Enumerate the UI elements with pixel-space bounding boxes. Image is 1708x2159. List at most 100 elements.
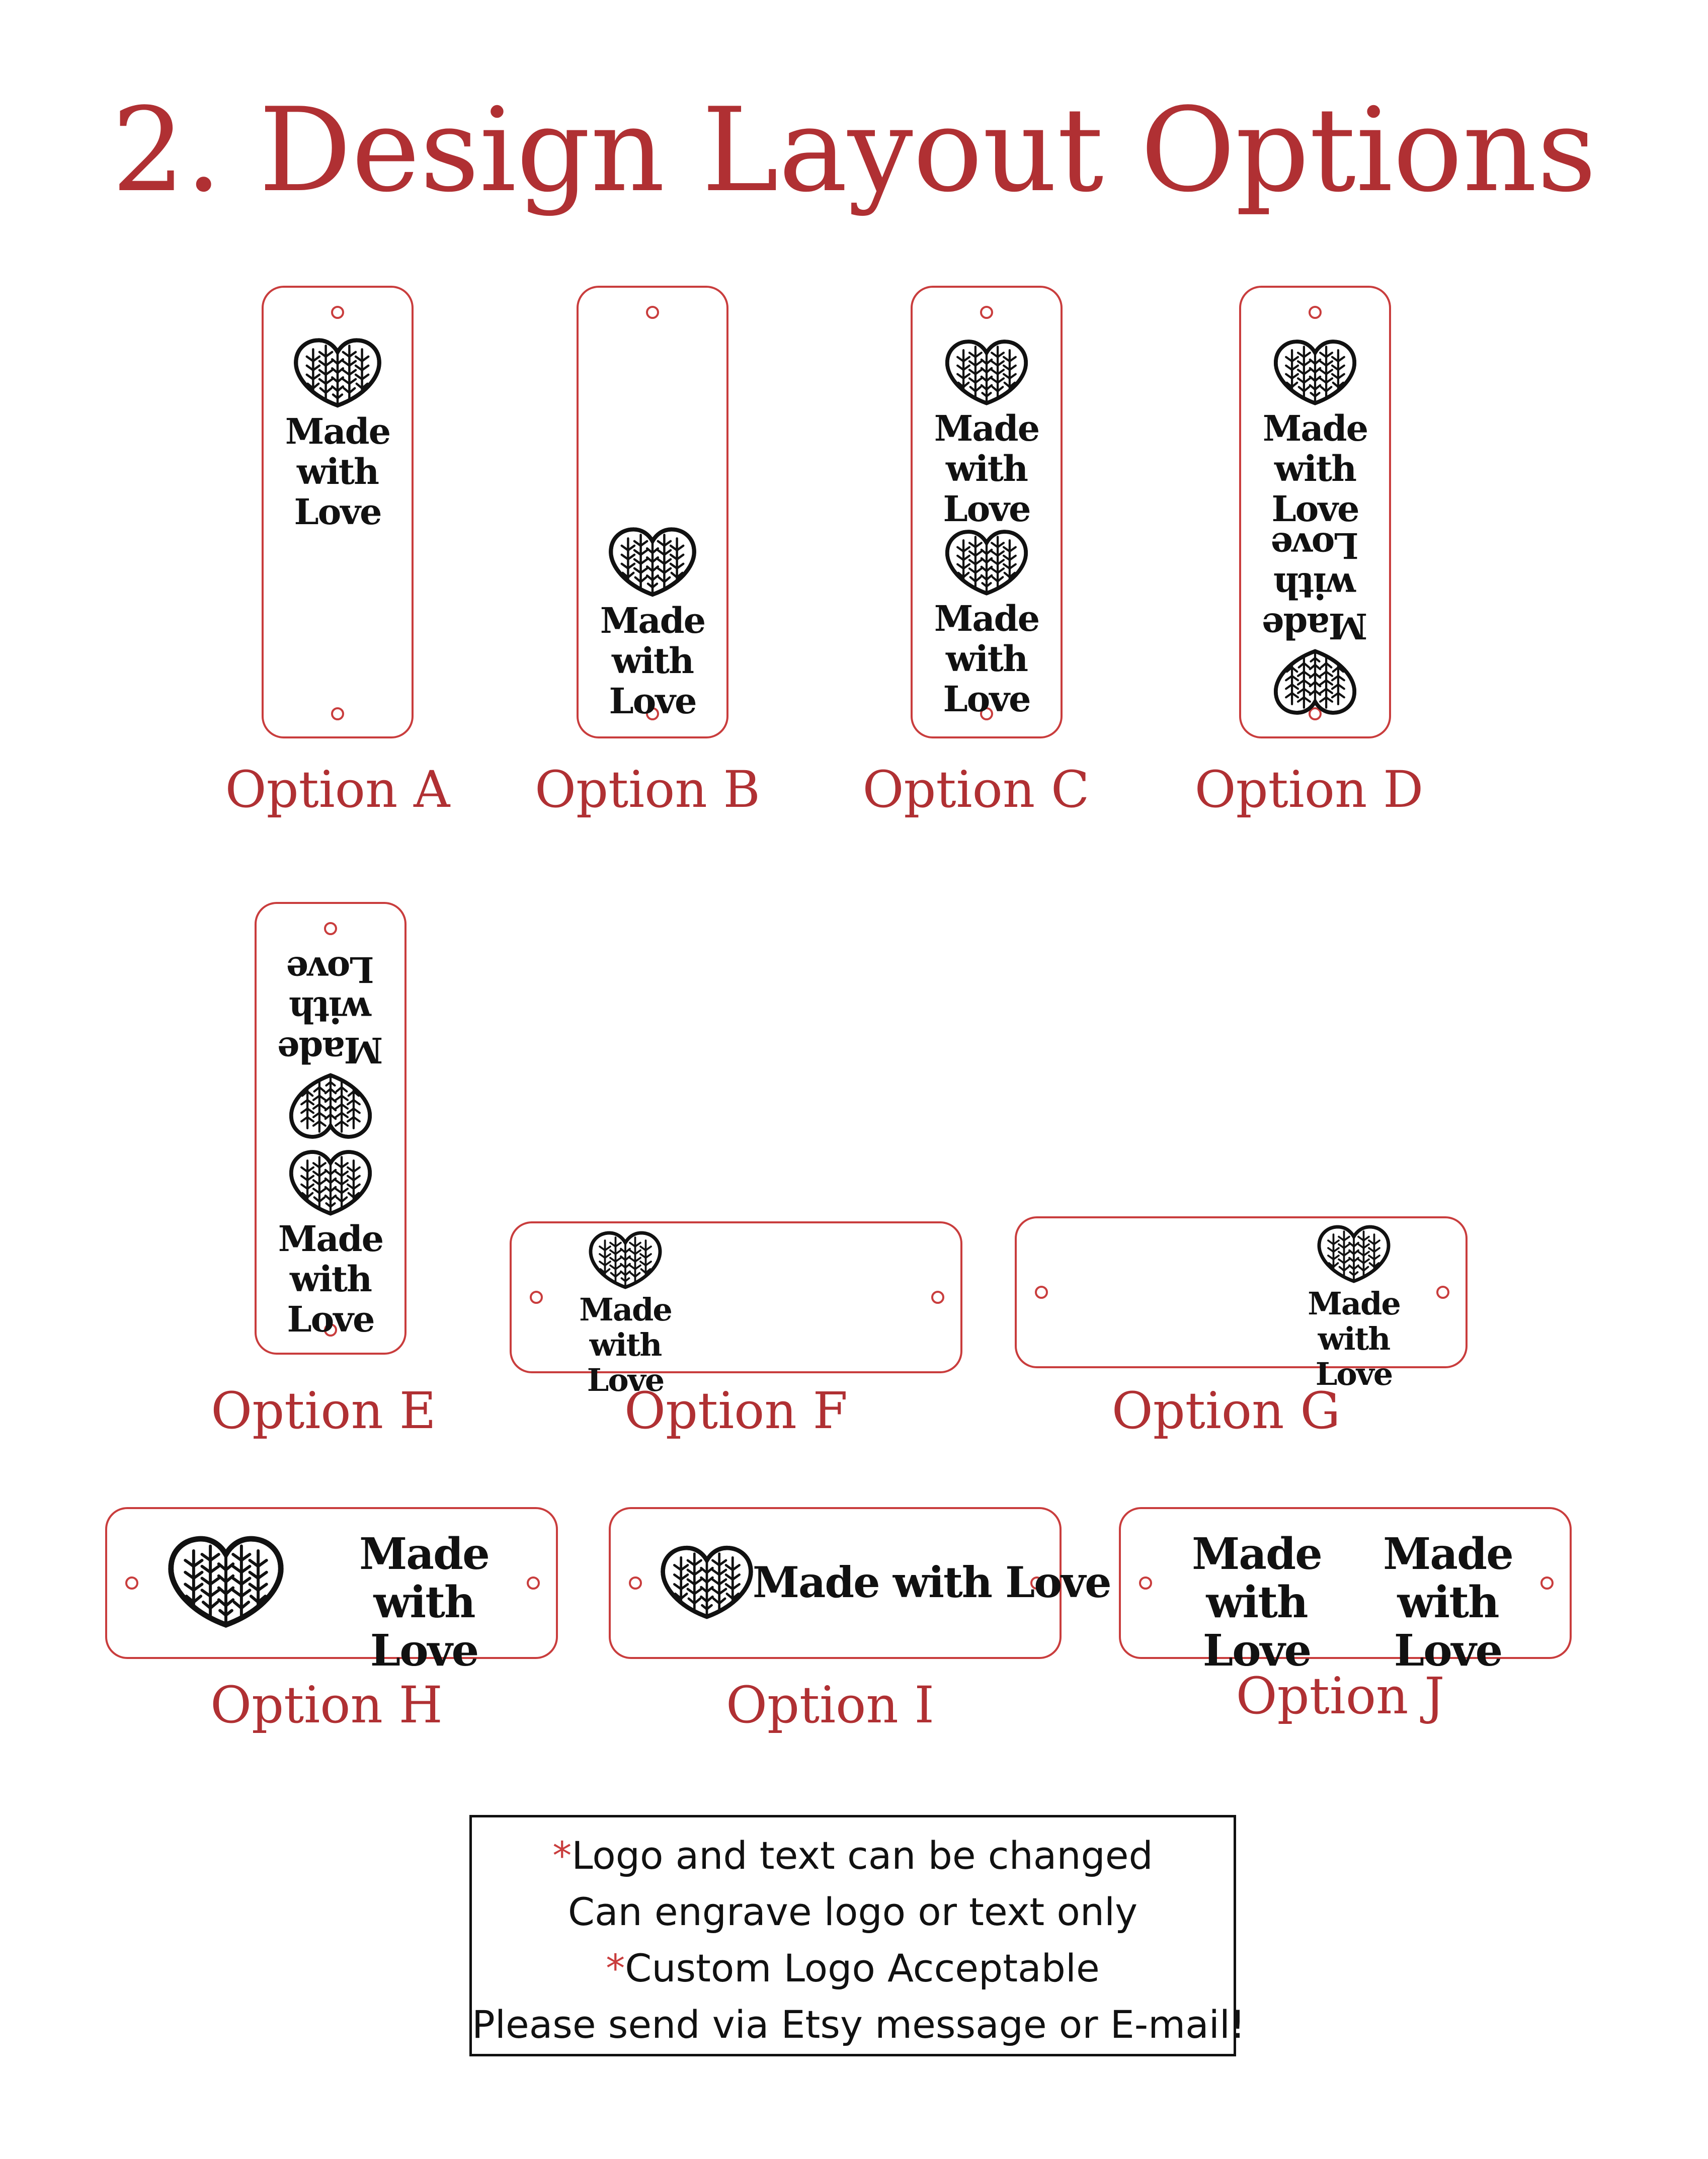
note-text: Logo and text can be changed xyxy=(572,1833,1153,1878)
tag-option-i: Made with Love xyxy=(609,1507,1112,1659)
motif-line-1: Made with xyxy=(934,598,1040,680)
made-with-love-motif-upright: Made with Love xyxy=(1241,338,1389,529)
hole-top xyxy=(980,306,993,319)
knit-heart-icon xyxy=(1272,338,1358,408)
motif-line-2: Love xyxy=(287,949,374,990)
hole-right xyxy=(1030,1576,1043,1590)
motif-line-2: Love xyxy=(287,1298,375,1340)
motif-line-2: Love xyxy=(370,1625,479,1676)
hole-bottom xyxy=(980,707,993,720)
note-logo-text-changeable: *Logo and text can be changed xyxy=(472,1828,1234,1884)
knit-heart-icon xyxy=(292,336,383,411)
tag-option-d: Made with Love Made with Love xyxy=(1239,286,1391,738)
motif-line-2: Love xyxy=(1202,1625,1312,1676)
knit-heart-icon xyxy=(659,1544,755,1622)
hole-left xyxy=(1035,1286,1048,1299)
motif-line-1: Made with xyxy=(1308,1285,1401,1357)
asterisk-marker: * xyxy=(552,1833,572,1878)
motif-line-2: Love xyxy=(1271,488,1359,530)
motif-line-1: Made with xyxy=(1383,1529,1514,1628)
motif-line-2: Love xyxy=(1271,525,1359,566)
motif-line-1: Made with xyxy=(600,600,706,682)
motif-text: Made with Love xyxy=(913,599,1061,719)
motif-line-2: Love xyxy=(943,678,1031,720)
motif-text: Made with Love xyxy=(1241,525,1389,647)
tag-option-a: Made with Love xyxy=(262,286,414,738)
made-with-love-motif-upper: Made with Love xyxy=(913,338,1061,529)
hole-bottom xyxy=(331,707,344,720)
motif-line-1: Made with xyxy=(359,1529,490,1628)
caption-option-j: Option J xyxy=(1236,1667,1445,1725)
tag-option-b: Made with Love xyxy=(577,286,728,738)
made-with-love-motif: Made with Love xyxy=(579,525,726,721)
knit-heart-icon xyxy=(1272,646,1358,716)
made-with-love-motif-lower: Made with Love xyxy=(913,528,1061,719)
motif-line-1: Made with xyxy=(934,407,1040,489)
tag-option-h: Made with Love xyxy=(105,1507,558,1675)
motif-line-1: Made with xyxy=(1262,407,1368,489)
tag-option-e: Made with Love Made with Love xyxy=(255,902,406,1355)
motif-text: Made with Love xyxy=(560,1292,691,1398)
page-title: 2. Design Layout Options xyxy=(111,84,1597,218)
caption-option-b: Option B xyxy=(534,760,761,819)
motif-text-right: Made with Love xyxy=(1357,1530,1538,1675)
motif-text: Made with Love xyxy=(264,411,412,532)
motif-line-2: Love xyxy=(943,488,1031,530)
hole-top xyxy=(1309,306,1322,319)
hole-bottom xyxy=(646,707,659,720)
hole-right xyxy=(931,1291,944,1304)
note-contact-instructions: Please send via Etsy message or E-mail! xyxy=(472,2002,1246,2047)
motif-line-1: Made with xyxy=(579,1291,673,1363)
hole-top xyxy=(331,306,344,319)
knit-heart-icon xyxy=(607,525,698,601)
motif-text: Made with Love xyxy=(1241,408,1389,529)
tag-option-c: Made with Love Made with Love xyxy=(911,286,1063,738)
note-engrave-option: Can engrave logo or text only xyxy=(567,1889,1138,1934)
motif-text: Made with Love xyxy=(257,1219,404,1340)
hole-bottom xyxy=(324,1323,337,1337)
note-text: Custom Logo Acceptable xyxy=(625,1946,1100,1990)
asterisk-marker: * xyxy=(606,1946,625,1990)
made-with-love-motif: Made with Love xyxy=(560,1229,691,1398)
motif-text-left: Made with Love xyxy=(1166,1530,1347,1675)
hole-right xyxy=(527,1576,540,1590)
caption-option-i: Option I xyxy=(725,1676,935,1734)
motif-line-1: Made with xyxy=(1262,565,1368,647)
knit-heart-icon xyxy=(1316,1223,1392,1286)
knit-heart-icon xyxy=(588,1229,663,1292)
motif-line-1: Made with xyxy=(278,989,383,1071)
motif-text-single-line: Made with Love xyxy=(753,1557,1112,1607)
hole-left xyxy=(530,1291,543,1304)
caption-option-d: Option D xyxy=(1194,760,1424,819)
motif-line-2: Love xyxy=(587,1362,665,1398)
made-with-love-motif: Made with Love xyxy=(1288,1223,1419,1392)
knit-heart-icon xyxy=(944,338,1029,408)
knit-heart-icon xyxy=(944,528,1029,599)
hole-left xyxy=(1139,1576,1152,1590)
caption-option-f: Option F xyxy=(624,1381,848,1440)
caption-option-g: Option G xyxy=(1111,1381,1341,1440)
hole-left xyxy=(125,1576,138,1590)
motif-text: Made with Love xyxy=(1288,1286,1419,1392)
motif-line-2: Love xyxy=(294,491,382,533)
motif-line-1: Made with xyxy=(278,1218,384,1300)
hole-top xyxy=(646,306,659,319)
tag-option-g: Made with Love xyxy=(1015,1216,1468,1392)
motif-text: Made with Love xyxy=(318,1530,530,1675)
hole-top xyxy=(324,922,337,935)
made-with-love-motif-inverted: Made with Love xyxy=(257,949,404,1140)
motif-line-1: Made with xyxy=(1192,1529,1323,1628)
hole-right xyxy=(1540,1576,1554,1590)
caption-option-c: Option C xyxy=(862,760,1090,819)
made-with-love-motif-upright: Made with Love xyxy=(257,1148,404,1340)
motif-text: Made with Love xyxy=(579,601,726,721)
motif-line-2: Love xyxy=(1394,1625,1503,1676)
caption-option-e: Option E xyxy=(211,1381,436,1440)
caption-option-a: Option A xyxy=(225,760,450,819)
made-with-love-motif: Made with Love xyxy=(264,336,412,532)
note-custom-logo: *Custom Logo Acceptable xyxy=(472,1940,1234,1997)
hole-left xyxy=(629,1576,642,1590)
made-with-love-motif-inverted: Made with Love xyxy=(1241,525,1389,716)
caption-option-h: Option H xyxy=(210,1676,443,1734)
